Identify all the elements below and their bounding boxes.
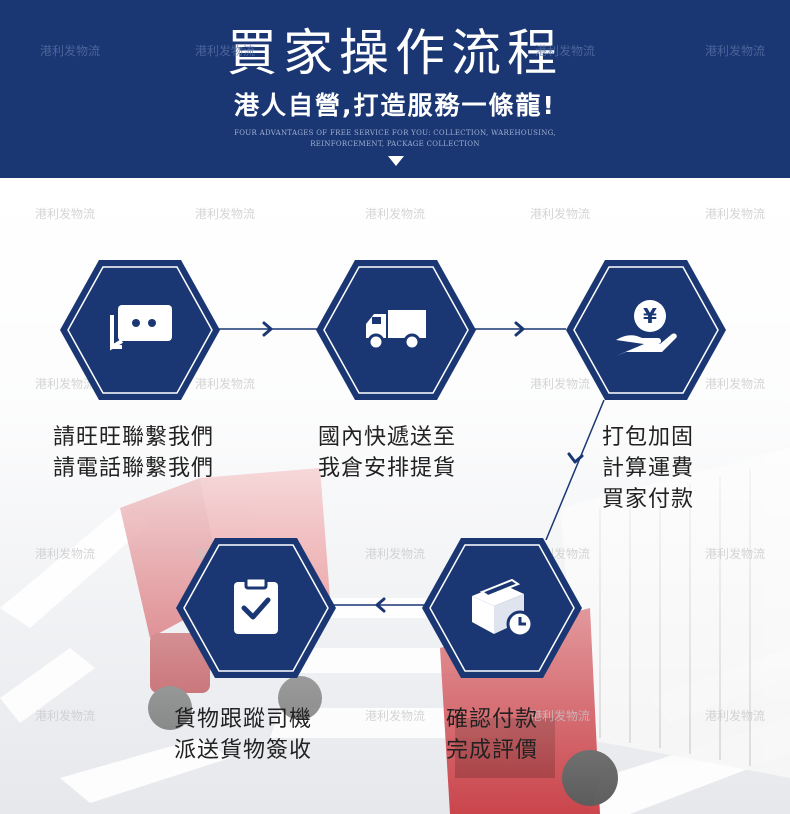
watermark: 港利发物流 <box>530 207 591 221</box>
watermark: 港利发物流 <box>705 709 766 723</box>
step-1-caption: 請旺旺聯繫我們 請電話聯繫我們 <box>53 422 214 484</box>
step-tracking-hexagon <box>174 536 338 680</box>
watermark: 港利发物流 <box>705 377 766 391</box>
watermark: 港利发物流 <box>530 709 591 723</box>
step-confirm-hexagon <box>420 536 584 680</box>
caption-line: 打包加固 <box>602 425 695 450</box>
chevron-left-icon <box>375 597 386 613</box>
step-3-caption: 打包加固 計算運費 買家付款 <box>602 422 694 515</box>
watermark: 港利发物流 <box>535 44 596 58</box>
caption-line: 派送貨物簽收 <box>174 738 313 763</box>
caption-line: 計算運費 <box>602 456 695 481</box>
chevron-right-icon <box>514 321 525 337</box>
watermark: 港利发物流 <box>195 44 256 58</box>
caption-line: 我倉安排提貨 <box>318 456 457 481</box>
step-payment-hexagon: ¥ <box>564 258 728 402</box>
package-clock-icon <box>472 578 534 638</box>
clipboard-check-icon <box>234 576 278 634</box>
svg-text:¥: ¥ <box>643 304 657 328</box>
caption-line: 請旺旺聯繫我們 <box>53 425 215 450</box>
caption-line: 貨物跟蹤司機 <box>174 707 313 732</box>
step-2-caption: 國內快遞送至 我倉安排提貨 <box>318 422 456 484</box>
header-banner: 買家操作流程 港人自營,打造服務一條龍! FOUR ADVANTAGES OF … <box>0 0 790 178</box>
caption-line: 請電話聯繫我們 <box>53 456 215 481</box>
watermark: 港利发物流 <box>35 547 96 561</box>
watermark: 港利发物流 <box>40 44 101 58</box>
watermark: 港利发物流 <box>195 207 256 221</box>
caption-line: 確認付款 <box>446 707 539 732</box>
step-4-caption: 確認付款 完成評價 <box>446 704 538 766</box>
watermark: 港利发物流 <box>705 547 766 561</box>
page-subtitle: 港人自營,打造服務一條龍! <box>234 91 556 120</box>
step-delivery-hexagon <box>314 258 478 402</box>
step-chat-hexagon <box>58 258 222 402</box>
caption-line: 買家付款 <box>602 487 695 512</box>
page-title: 買家操作流程 <box>227 24 563 82</box>
watermark: 港利发物流 <box>35 207 96 221</box>
step-5-caption: 貨物跟蹤司機 派送貨物簽收 <box>174 704 312 766</box>
caption-line: 國內快遞送至 <box>318 425 457 450</box>
chevron-right-icon <box>262 321 273 337</box>
watermark: 港利发物流 <box>195 377 256 391</box>
down-arrow-icon <box>388 156 404 166</box>
watermark: 港利发物流 <box>365 709 426 723</box>
delivery-truck-icon <box>366 310 426 351</box>
watermark: 港利发物流 <box>35 377 96 391</box>
chat-bubbles-icon <box>110 305 172 351</box>
watermark: 港利发物流 <box>365 207 426 221</box>
yen-coin-hand-icon: ¥ <box>616 300 677 356</box>
english-tagline: FOUR ADVANTAGES OF FREE SERVICE FOR YOU:… <box>234 129 556 148</box>
watermark: 港利发物流 <box>705 207 766 221</box>
watermark: 港利发物流 <box>705 44 766 58</box>
watermark: 港利发物流 <box>365 547 426 561</box>
chevron-down-icon <box>567 452 584 464</box>
watermark: 港利发物流 <box>530 377 591 391</box>
caption-line: 完成評價 <box>446 738 539 763</box>
watermark: 港利发物流 <box>35 709 96 723</box>
